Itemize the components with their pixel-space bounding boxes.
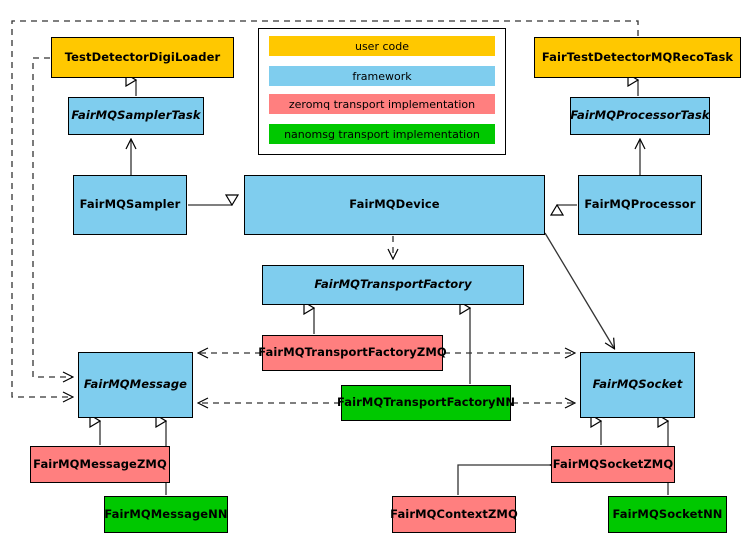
class-node-testdetectordigiloader[interactable]: TestDetectorDigiLoader [51,37,234,78]
class-node-fairmqsamplertask[interactable]: FairMQSamplerTask [68,97,204,135]
class-node-fairmqsocketzmq[interactable]: FairMQSocketZMQ [551,446,675,483]
legend-label-zeromq: zeromq transport implementation [288,97,476,111]
edge-socketzmq-composition-contextzmq [457,465,550,495]
class-node-fairmqtransportfactorynn[interactable]: FairMQTransportFactoryNN [337,385,515,421]
edge-device-to-socket [544,232,614,348]
class-node-fairmqmessagezmq[interactable]: FairMQMessageZMQ [30,446,170,483]
class-node-fairmqsampler[interactable]: FairMQSampler [73,175,187,235]
legend-item-user-code: user code [269,36,495,56]
legend-label-user-code: user code [354,39,410,53]
legend-label-nanomsg: nanomsg transport implementation [284,127,480,141]
class-node-fairmqmessage[interactable]: FairMQMessage [78,352,193,418]
legend-item-framework: framework [269,66,495,86]
class-node-fairtestdetectormqrecotask[interactable]: FairTestDetectorMQRecoTask [534,37,741,78]
legend-item-zeromq: zeromq transport implementation [269,94,495,114]
class-node-fairmqcontextzmq[interactable]: FairMQContextZMQ [390,496,518,533]
class-node-fairmqprocessor[interactable]: FairMQProcessor [578,175,702,235]
class-node-fairmqmessagenn[interactable]: FairMQMessageNN [104,496,228,533]
class-node-fairmqdevice[interactable]: FairMQDevice [244,175,545,235]
legend-label-framework: framework [352,69,412,83]
edge-digiloader-to-message [32,57,72,377]
class-node-fairmqprocessortask[interactable]: FairMQProcessorTask [570,97,710,135]
class-node-fairmqsocket[interactable]: FairMQSocket [580,352,695,418]
class-node-fairmqtransportfactoryzmq[interactable]: FairMQTransportFactoryZMQ [258,335,447,371]
class-node-fairmqtransportfactory[interactable]: FairMQTransportFactory [262,265,524,305]
class-node-fairmqsocketnn[interactable]: FairMQSocketNN [608,496,727,533]
legend-item-nanomsg: nanomsg transport implementation [269,124,495,144]
